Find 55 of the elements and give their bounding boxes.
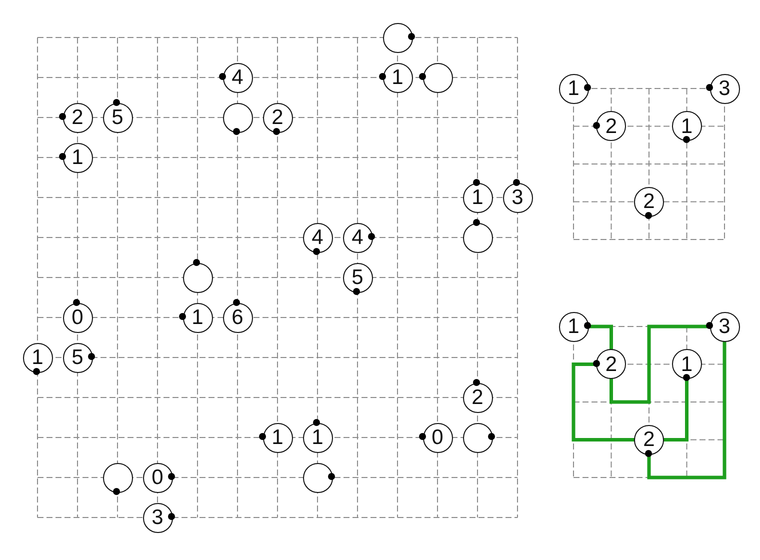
empty-circle	[222, 102, 252, 132]
clue-number: 3	[512, 187, 524, 208]
clue-number: 2	[605, 116, 618, 137]
clue-number: 2	[605, 354, 618, 375]
number-circle	[558, 312, 588, 342]
number-circle	[302, 222, 332, 252]
number-circle	[558, 74, 588, 104]
route-line	[647, 340, 726, 480]
clue-number: 1	[272, 427, 284, 448]
number-circle	[672, 349, 702, 380]
number-circle	[142, 462, 172, 492]
route-line	[572, 362, 636, 442]
number-circle	[634, 424, 664, 455]
clue-number: 4	[232, 67, 244, 88]
clue-number: 2	[643, 191, 655, 212]
clue-number: 1	[32, 347, 44, 368]
clue-number: 5	[72, 347, 84, 368]
number-circle	[142, 502, 172, 532]
clue-number: 2	[472, 387, 484, 408]
number-circle	[62, 342, 92, 372]
clue-number: 2	[272, 107, 284, 128]
number-circle	[342, 222, 372, 252]
clue-number: 1	[568, 78, 580, 99]
clue-number: 0	[72, 307, 84, 328]
number-circle	[22, 342, 52, 372]
clue-number: 1	[568, 316, 580, 337]
clue-number: 0	[152, 467, 164, 488]
clue-number: 5	[352, 267, 364, 288]
number-circle	[596, 349, 626, 380]
clue-number: 4	[352, 227, 364, 248]
clue-number: 1	[192, 307, 204, 328]
empty-circle	[382, 22, 412, 52]
clue-number: 1	[312, 427, 324, 448]
clue-number: 3	[718, 316, 730, 337]
clue-number: 2	[643, 429, 655, 450]
clue-number: 3	[152, 507, 164, 528]
clue-number: 2	[72, 107, 84, 128]
clue-number: 1	[680, 354, 693, 375]
number-circle	[342, 262, 372, 292]
clue-number: 1	[680, 116, 693, 137]
clue-number: 4	[312, 227, 324, 248]
number-circle	[672, 111, 702, 142]
number-circle	[262, 102, 292, 132]
empty-circle	[302, 462, 332, 492]
clue-number: 3	[718, 78, 730, 99]
clue-number: 1	[392, 67, 404, 88]
clue-number: 0	[432, 427, 444, 448]
number-circle	[634, 186, 664, 217]
empty-circle	[462, 422, 492, 452]
number-circle	[596, 111, 626, 142]
clue-number: 1	[72, 147, 84, 168]
clue-number: 6	[232, 307, 244, 328]
empty-circle	[102, 462, 132, 492]
clue-number: 5	[112, 107, 124, 128]
clue-number: 1	[472, 187, 484, 208]
